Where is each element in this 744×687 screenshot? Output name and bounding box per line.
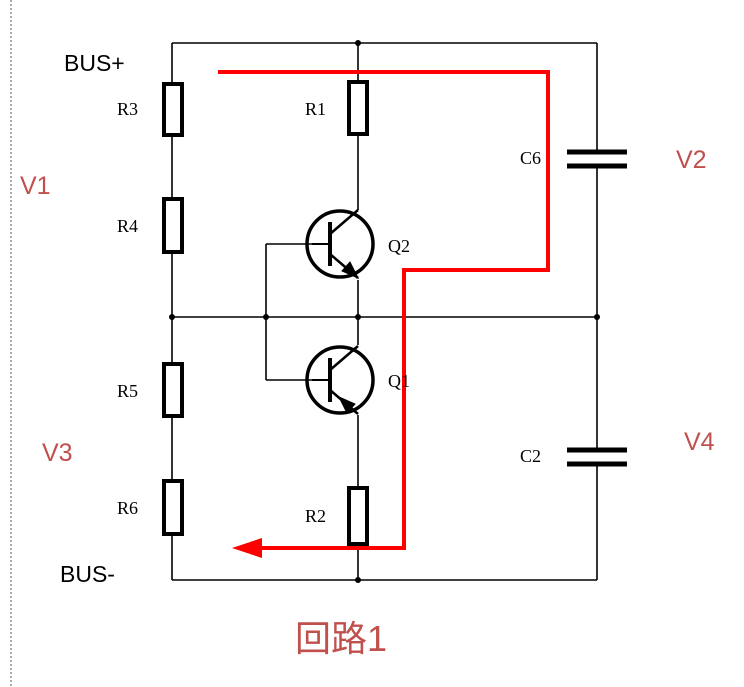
capacitor-c2-symbol <box>567 418 627 496</box>
voltage-v4-label: V4 <box>684 428 715 456</box>
resistor-r4-label: R4 <box>117 216 138 236</box>
loop-arrow-head <box>232 538 262 558</box>
bus-negative-label: BUS- <box>60 561 115 587</box>
resistor-r5-body <box>162 362 184 418</box>
resistor-r2-body <box>347 486 369 546</box>
resistor-r6-body <box>162 479 184 536</box>
current-loop-path <box>218 70 550 558</box>
resistor-r3-label: R3 <box>117 99 138 119</box>
bus-positive-label: BUS+ <box>64 50 125 76</box>
resistor-r6-label: R6 <box>117 498 138 518</box>
transistor-q1-label: Q1 <box>388 371 410 391</box>
resistor-r2-label: R2 <box>305 506 326 526</box>
wires <box>171 42 598 581</box>
voltage-v1-label: V1 <box>20 172 51 200</box>
voltage-v3-label: V3 <box>42 439 73 467</box>
resistor-r1-label: R1 <box>305 99 326 119</box>
transistor-q2-label: Q2 <box>388 236 410 256</box>
junction-dots <box>169 40 600 583</box>
loop-caption: 回路1 <box>295 618 387 659</box>
resistor-r5-label: R5 <box>117 381 138 401</box>
resistor-r1-body <box>347 80 369 136</box>
resistor-r4-body <box>162 197 184 254</box>
resistor-r3-body <box>162 82 184 137</box>
voltage-v2-label: V2 <box>676 146 707 174</box>
transistor-q2-symbol <box>305 209 375 280</box>
capacitor-c6-label: C6 <box>520 148 541 168</box>
capacitor-c6-symbol <box>567 120 627 200</box>
transistor-q1-symbol <box>305 345 375 415</box>
capacitor-c2-label: C2 <box>520 446 541 466</box>
